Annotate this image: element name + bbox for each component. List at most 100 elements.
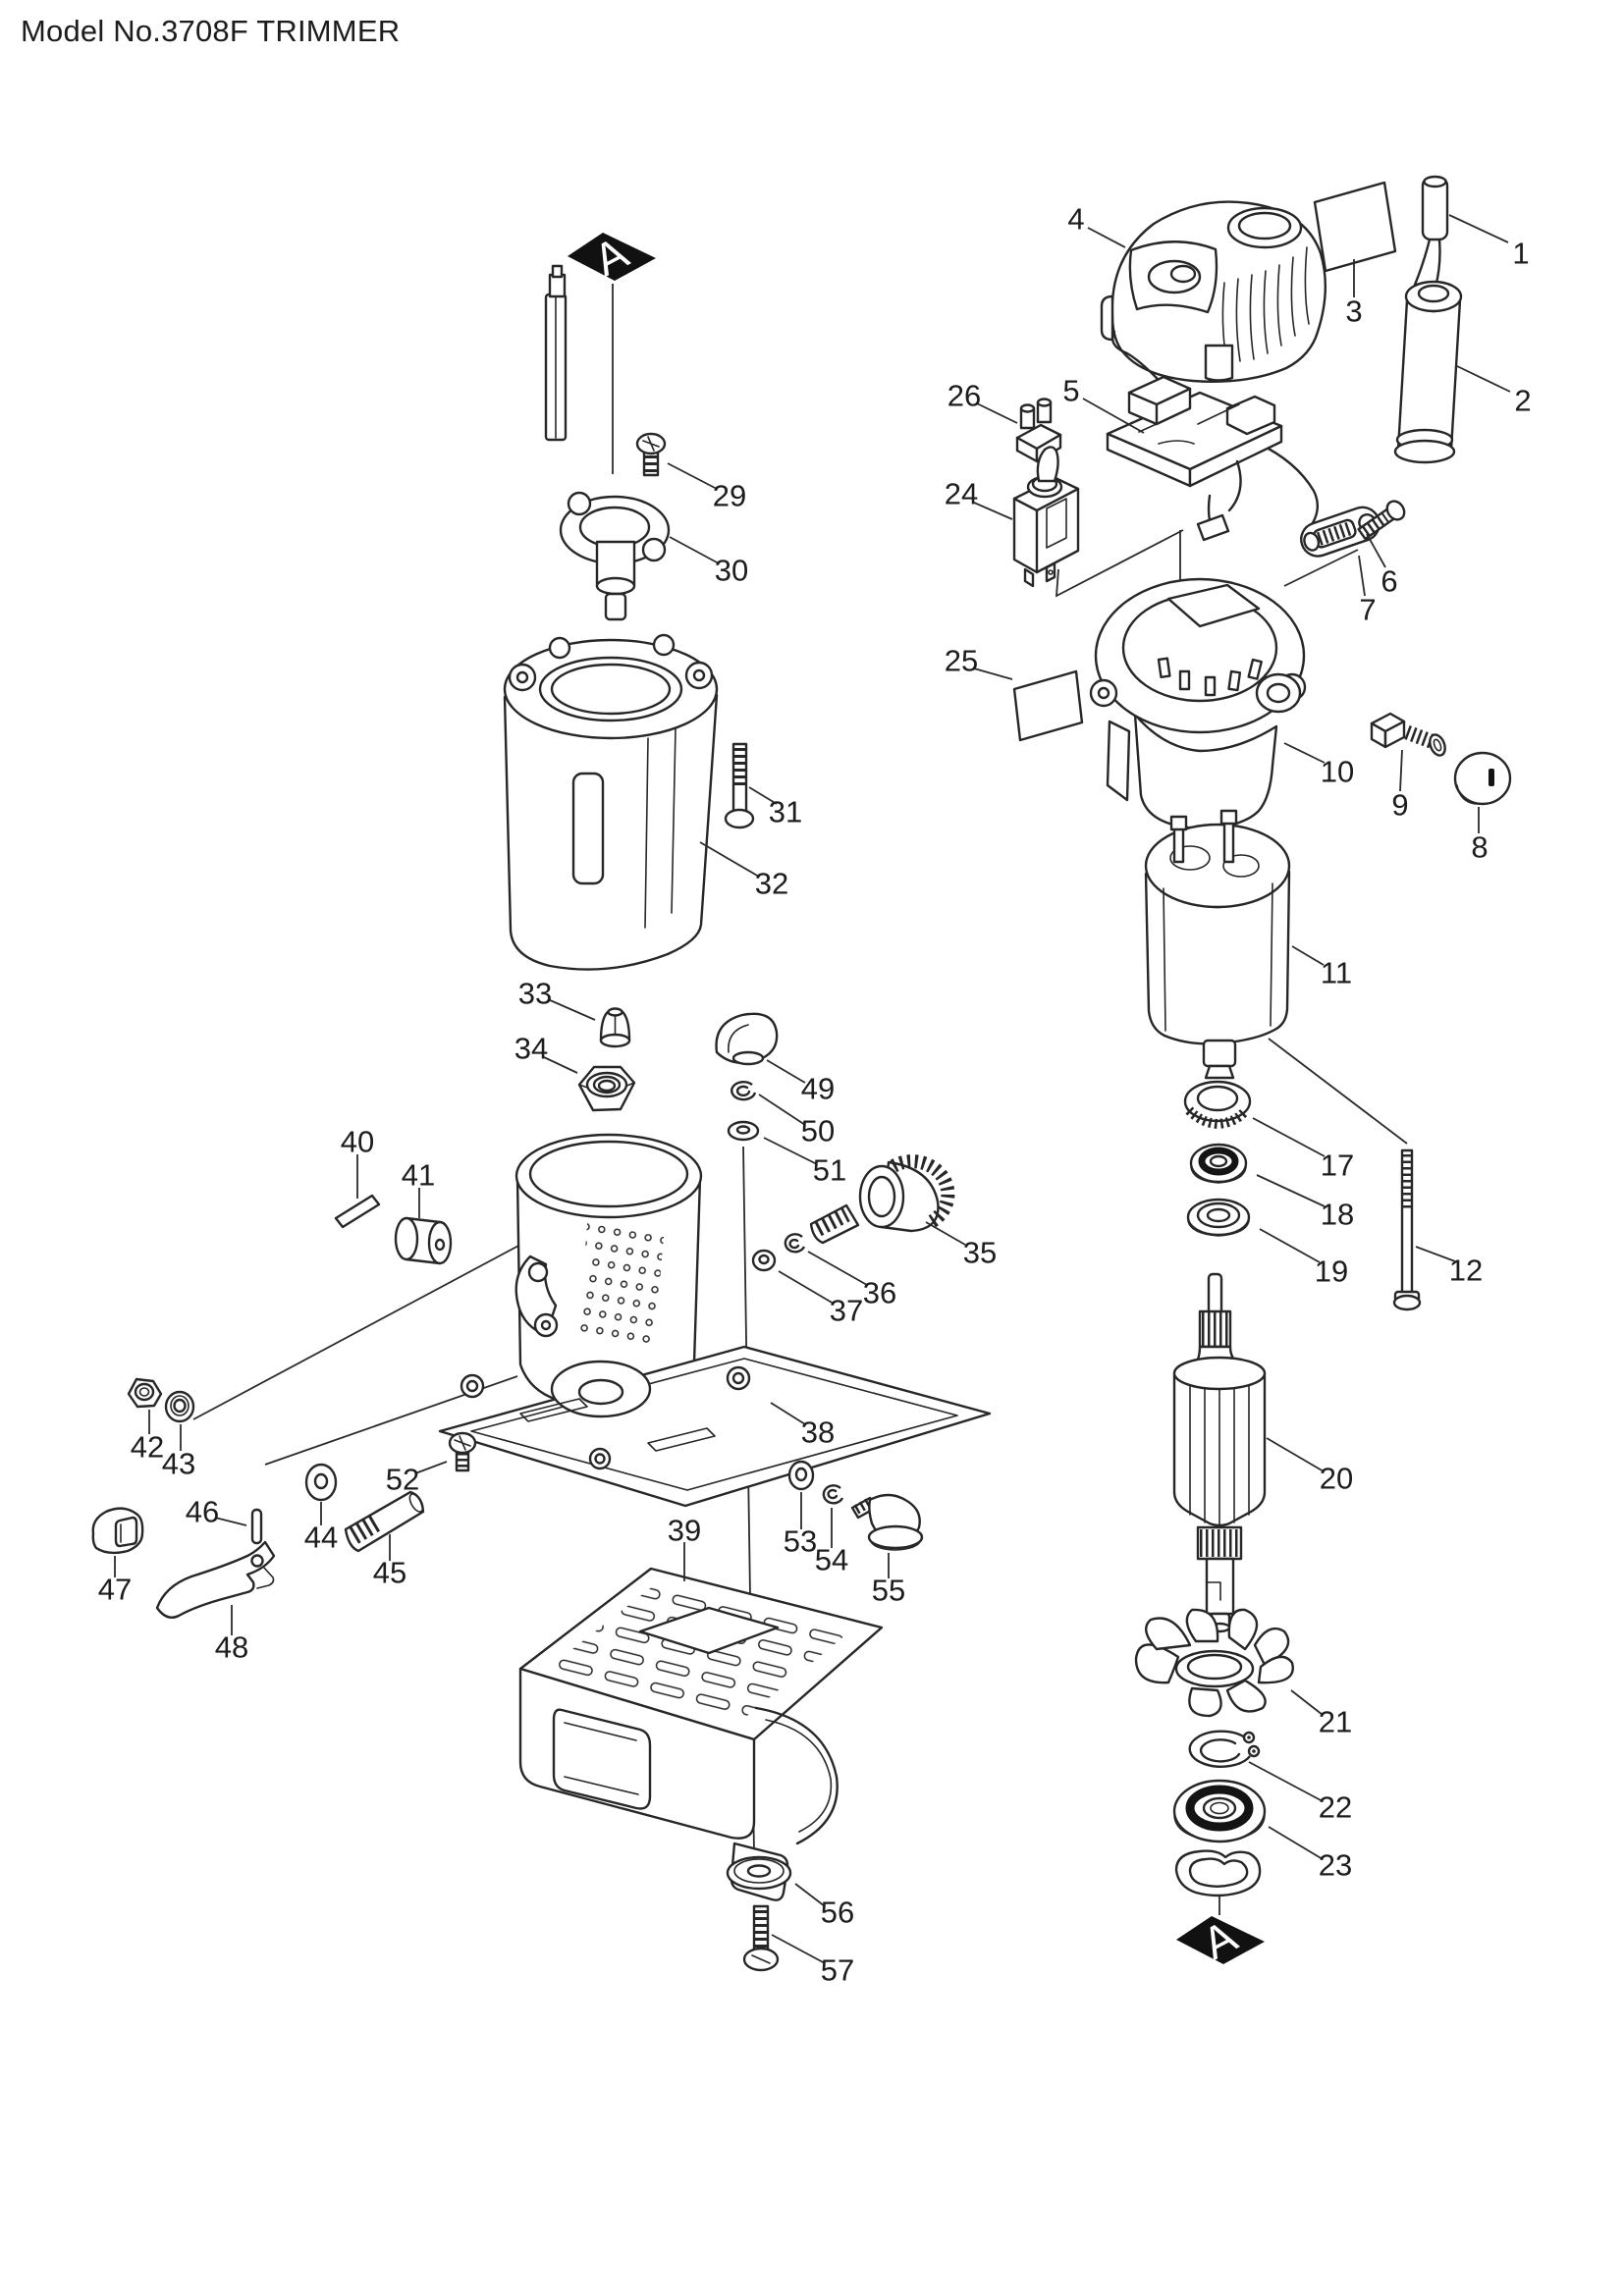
part-art-37-washer (751, 1249, 777, 1272)
leader-line-17 (1252, 1117, 1326, 1157)
part-label-4: 4 (1067, 202, 1084, 237)
part-label-18: 18 (1321, 1198, 1354, 1232)
part-art-23-ball-bearing (1172, 1779, 1267, 1843)
part-label-55: 55 (872, 1574, 905, 1608)
part-art-47-cap (91, 1507, 144, 1555)
part-art-46-pin (250, 1508, 263, 1545)
part-art-57-screw (742, 1904, 780, 1972)
part-label-47: 47 (98, 1573, 132, 1607)
part-art-44-washer (304, 1463, 338, 1502)
part-label-11: 11 (1321, 956, 1352, 990)
part-label-25: 25 (945, 644, 978, 678)
part-art-12-screw (1392, 1148, 1422, 1311)
part-label-54: 54 (815, 1543, 848, 1577)
part-label-56: 56 (821, 1896, 854, 1930)
part-label-57: 57 (821, 1953, 854, 1988)
part-label-5: 5 (1062, 374, 1079, 408)
leader-line-10 (1283, 742, 1326, 764)
leader-line-50 (758, 1094, 806, 1126)
part-art-6-screw (1357, 500, 1406, 541)
part-art-18-ball-bearing (1189, 1143, 1248, 1184)
leader-line-4 (1087, 227, 1126, 248)
part-label-20: 20 (1320, 1462, 1353, 1496)
part-art-41-roller (394, 1216, 453, 1265)
part-art-35-thumb-screw (809, 1154, 955, 1245)
part-art-17-bearing-retainer (1183, 1080, 1252, 1130)
part-art-2-cord-guard (1393, 280, 1463, 464)
part-label-24: 24 (945, 477, 978, 511)
part-art-5-controller (1106, 330, 1320, 542)
part-label-37: 37 (830, 1294, 863, 1328)
part-art-32-motor-housing (503, 633, 719, 971)
part-label-42: 42 (131, 1430, 164, 1465)
leader-line-49 (766, 1059, 806, 1084)
part-art-51-washer (727, 1120, 760, 1142)
part-label-1: 1 (1512, 237, 1529, 271)
part-label-53: 53 (784, 1524, 817, 1559)
part-label-12: 12 (1449, 1254, 1483, 1288)
part-art-33-collet-cone (599, 1007, 631, 1048)
part-art-9-carbon-brush (1370, 712, 1446, 757)
part-art-43-washer (164, 1390, 195, 1423)
part-art-29-screw (635, 432, 667, 477)
page-title: Model No.3708F TRIMMER (21, 14, 401, 48)
part-label-36: 36 (863, 1276, 896, 1310)
part-art-31-screw (724, 742, 755, 829)
leader-line-22 (1248, 1761, 1324, 1802)
leader-line-26 (976, 402, 1018, 424)
leader-line-51 (763, 1137, 818, 1165)
leader-line-32 (699, 841, 760, 878)
part-art-40-pin (334, 1194, 381, 1229)
part-art-30-guide-assembly (544, 264, 671, 621)
leader-line-30 (669, 536, 720, 564)
part-label-32: 32 (755, 867, 788, 901)
part-art-20-armature (1172, 1272, 1267, 1633)
part-art-1-noise-suppressor (1413, 175, 1449, 289)
part-label-17: 17 (1321, 1148, 1354, 1183)
part-label-40: 40 (341, 1125, 374, 1159)
leader-line-56 (794, 1883, 826, 1907)
callouts-layer: 1234567891011121718192021222324252629303… (98, 202, 1532, 1988)
part-art-24-switch (1012, 446, 1080, 588)
part-label-29: 29 (713, 479, 746, 513)
part-art-53-washer (787, 1460, 815, 1491)
part-art-39-base-protector (518, 1567, 884, 1901)
part-label-19: 19 (1315, 1255, 1348, 1289)
part-label-52: 52 (386, 1463, 419, 1497)
part-label-48: 48 (215, 1630, 248, 1665)
part-label-23: 23 (1319, 1848, 1352, 1883)
leader-line-11 (1291, 945, 1325, 966)
part-label-41: 41 (402, 1158, 435, 1193)
part-label-7: 7 (1359, 593, 1376, 627)
part-label-2: 2 (1514, 384, 1531, 418)
part-label-39: 39 (668, 1514, 701, 1548)
part-label-6: 6 (1380, 564, 1397, 599)
part-label-31: 31 (769, 795, 802, 829)
leader-line-38 (770, 1402, 806, 1425)
leader-line-9 (1399, 749, 1403, 792)
part-art-21-fan (1134, 1608, 1294, 1718)
part-label-9: 9 (1391, 788, 1408, 823)
leader-line-46 (214, 1517, 247, 1526)
leader-line-18 (1256, 1174, 1326, 1207)
leader-line-24 (973, 502, 1013, 520)
part-label-45: 45 (373, 1556, 406, 1590)
part-art-48-lever (155, 1540, 276, 1619)
part-label-50: 50 (801, 1114, 835, 1148)
part-art-42-nut (127, 1377, 163, 1409)
leader-line-5 (1082, 398, 1145, 434)
leader-line-29 (667, 462, 718, 490)
part-label-38: 38 (801, 1415, 835, 1450)
part-art-10-housing-cover (1089, 577, 1307, 829)
part-label-35: 35 (963, 1236, 997, 1270)
part-art-3-nameplate (1313, 181, 1397, 273)
part-art-50-lock-washer (731, 1081, 757, 1101)
part-art-22-retaining-ring (1188, 1730, 1261, 1768)
leader-line-31 (748, 786, 778, 805)
part-art-58-rubber-ring (1174, 1849, 1262, 1897)
part-art-11-field (1144, 809, 1291, 1080)
part-label-8: 8 (1471, 830, 1488, 865)
leader-line-34 (543, 1056, 578, 1074)
